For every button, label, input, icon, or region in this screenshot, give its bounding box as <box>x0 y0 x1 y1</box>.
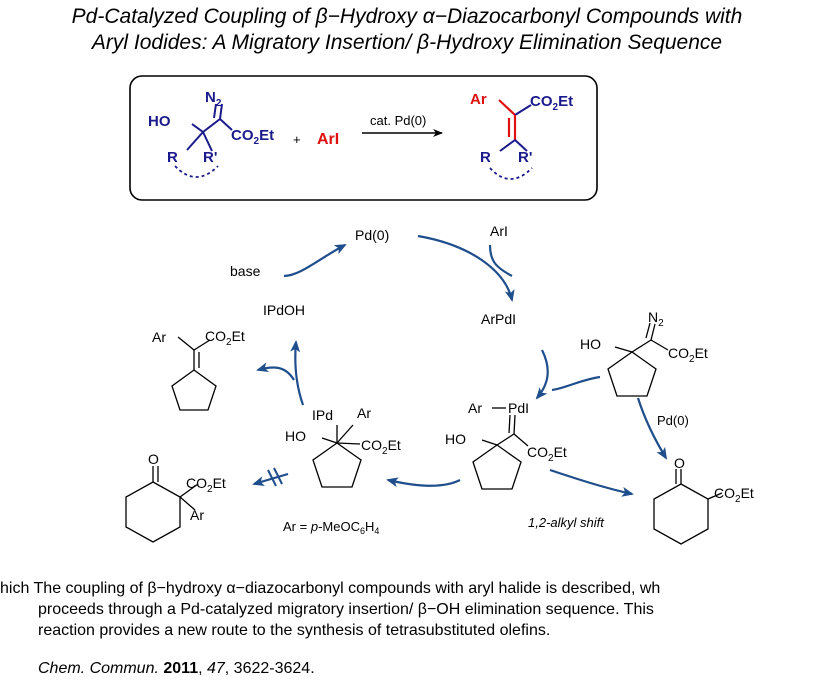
arrow-pd0-direct <box>636 397 668 460</box>
citation-pages: , 3622-3624. <box>224 660 315 677</box>
cycle-arpdi: ArPdI <box>481 311 516 327</box>
reactant-ho: HO <box>148 113 171 130</box>
arrow-carbene-to-insertion <box>386 477 461 488</box>
aryl-iodide: ArI <box>317 131 339 148</box>
cycle-ari: ArI <box>490 223 508 239</box>
citation-volume: 47 <box>206 660 225 677</box>
substrate-ho: HO <box>580 336 601 352</box>
reaction-scheme: N2 HO CO2Et R R' + ArI cat. Pd(0) Ar CO2… <box>125 75 754 545</box>
carbene-ar: Ar <box>468 400 482 416</box>
substrate-ester: CO2Et <box>668 345 708 365</box>
blocked-mark-1 <box>267 469 277 487</box>
carbene-ester: CO2Et <box>527 444 567 464</box>
reactant-structure: N2 HO CO2Et R R' <box>148 89 274 178</box>
product-ester: CO2Et <box>530 93 573 113</box>
arrow-blocked <box>252 472 289 486</box>
blocked-mark-2 <box>273 467 283 485</box>
olefin-ar: Ar <box>152 329 166 345</box>
description-line-3: reaction provides a new route to the syn… <box>38 622 551 639</box>
cycle-base: base <box>230 263 261 279</box>
arrow-substrate-join <box>551 375 601 392</box>
title-line-2: Aryl Iodides: A Migratory Insertion/ β-H… <box>91 31 723 54</box>
cycle-ipdoh: IPdOH <box>263 302 305 318</box>
ketoester-o: O <box>674 455 685 471</box>
product-r: R <box>480 149 491 166</box>
reactant-n2: N2 <box>205 89 222 109</box>
product-ar: Ar <box>470 91 487 108</box>
reaction-box <box>129 75 598 201</box>
cycle-pd0: Pd(0) <box>355 227 389 243</box>
product-structure: Ar CO2Et R R' <box>470 91 573 180</box>
insertion-ho: HO <box>285 428 306 444</box>
insertion-ester: CO2Et <box>361 437 401 457</box>
description-lead: hich <box>0 580 34 597</box>
arrow-arpdi-to-carbene <box>535 349 549 400</box>
substrate-molecule <box>607 322 669 397</box>
pd0-condition: Pd(0) <box>657 413 689 428</box>
carbene-ho: HO <box>445 431 466 447</box>
citation-sep: , <box>198 660 207 677</box>
description-line-2: proceeds through a Pd-catalyzed migrator… <box>38 601 654 618</box>
insertion-ar: Ar <box>357 405 371 421</box>
catalytic-cycle: Pd(0) ArI ArPdI IPdOH base HO N2 CO2Et <box>125 223 754 545</box>
reactant-r-prime: R' <box>203 149 217 166</box>
arrow-pd0-to-arpdi <box>417 234 515 302</box>
citation: Chem. Commun. 2011, 47, 3622-3624. <box>38 660 315 678</box>
olefin-molecule <box>171 336 217 411</box>
description-line-1-text: The coupling of β−hydroxy α−diazocarbony… <box>33 580 661 597</box>
condition-label: cat. Pd(0) <box>370 113 426 128</box>
arrow-shift <box>549 468 634 497</box>
ketoester-ar-molecule <box>125 466 199 543</box>
ketoester-ar-ester: CO2Et <box>186 475 226 495</box>
ketoester-molecule <box>653 469 723 545</box>
arrow-ari-in <box>488 244 513 277</box>
title-line-1: Pd-Catalyzed Coupling of β−Hydroxy α−Dia… <box>71 5 743 28</box>
olefin-ester: CO2Et <box>205 328 245 348</box>
ketoester-ester: CO2Et <box>714 485 754 505</box>
substrate-n2: N2 <box>648 309 664 329</box>
ketoester-ar-ar: Ar <box>190 507 204 523</box>
description-line-1: hich The coupling of β−hydroxy α−diazoca… <box>0 578 660 599</box>
product-r-prime: R' <box>518 149 532 166</box>
plus-sign: + <box>293 132 301 147</box>
citation-year: 2011 <box>163 660 199 677</box>
carbene-molecule <box>472 407 529 490</box>
reactant-ester: CO2Et <box>231 127 274 147</box>
alkyl-shift-label: 1,2-alkyl shift <box>528 515 605 530</box>
reactant-r: R <box>167 149 178 166</box>
insertion-molecule <box>312 424 362 488</box>
carbene-pdi: PdI <box>508 400 529 416</box>
arrow-to-olefin <box>256 362 295 381</box>
arrow-base-to-pd0 <box>283 244 347 278</box>
ar-definition: Ar = p-MeOC6H4 <box>283 519 379 536</box>
description: hich The coupling of β−hydroxy α−diazoca… <box>0 578 660 641</box>
arrow-insertion-to-ipdoh <box>290 340 305 406</box>
ketoester-ar-o: O <box>148 451 159 467</box>
insertion-ipd: IPd <box>312 407 333 423</box>
citation-journal: Chem. Commun. <box>38 660 159 677</box>
